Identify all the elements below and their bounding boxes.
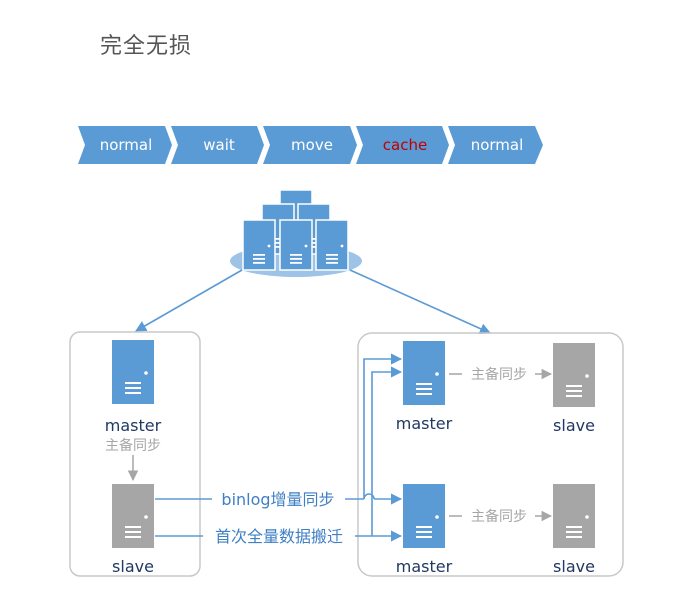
- pipeline-step-1: normal: [78, 126, 172, 164]
- target-slave-1-label: slave: [553, 416, 595, 435]
- pipeline-step-label: normal: [100, 136, 153, 154]
- target-master-1-icon: [403, 341, 445, 405]
- target-master-1-label: master: [396, 414, 453, 433]
- target-sync-1-label: 主备同步: [471, 366, 527, 383]
- source-master-icon: [112, 340, 154, 404]
- pipeline-step-label: move: [291, 136, 333, 154]
- source-slave-label: slave: [112, 557, 154, 576]
- full-copy-connector: [155, 366, 403, 542]
- target-slave-1-icon: [553, 343, 595, 407]
- pipeline-step-3: move: [263, 126, 357, 164]
- pipeline-step-label: wait: [203, 136, 235, 154]
- target-sync-2-label: 主备同步: [471, 508, 527, 525]
- binlog-sync-label: binlog增量同步: [221, 490, 334, 509]
- binlog-sync-connector: [155, 353, 403, 505]
- page-title: 完全无损: [100, 34, 193, 59]
- source-slave-icon: [112, 484, 154, 548]
- pipeline-step-4: cache: [356, 126, 449, 164]
- pipeline-step-2: wait: [171, 126, 264, 164]
- route-arrow-right: [349, 269, 492, 334]
- pipeline-step-5: normal: [448, 126, 543, 164]
- server-cluster-icon: [230, 189, 362, 277]
- route-arrow-left: [135, 269, 243, 332]
- pipeline-step-label: cache: [383, 136, 427, 154]
- source-master-label: master: [105, 416, 162, 435]
- target-master-2-icon: [403, 484, 445, 548]
- target-slave-2-icon: [553, 484, 595, 548]
- source-group-box: [69, 331, 201, 577]
- target-slave-2-label: slave: [553, 557, 595, 576]
- target-master-2-label: master: [396, 557, 453, 576]
- pipeline-step-label: normal: [471, 136, 524, 154]
- source-sync-label: 主备同步: [105, 437, 161, 454]
- full-copy-label: 首次全量数据搬迁: [215, 527, 343, 546]
- target-group-box: [357, 332, 624, 577]
